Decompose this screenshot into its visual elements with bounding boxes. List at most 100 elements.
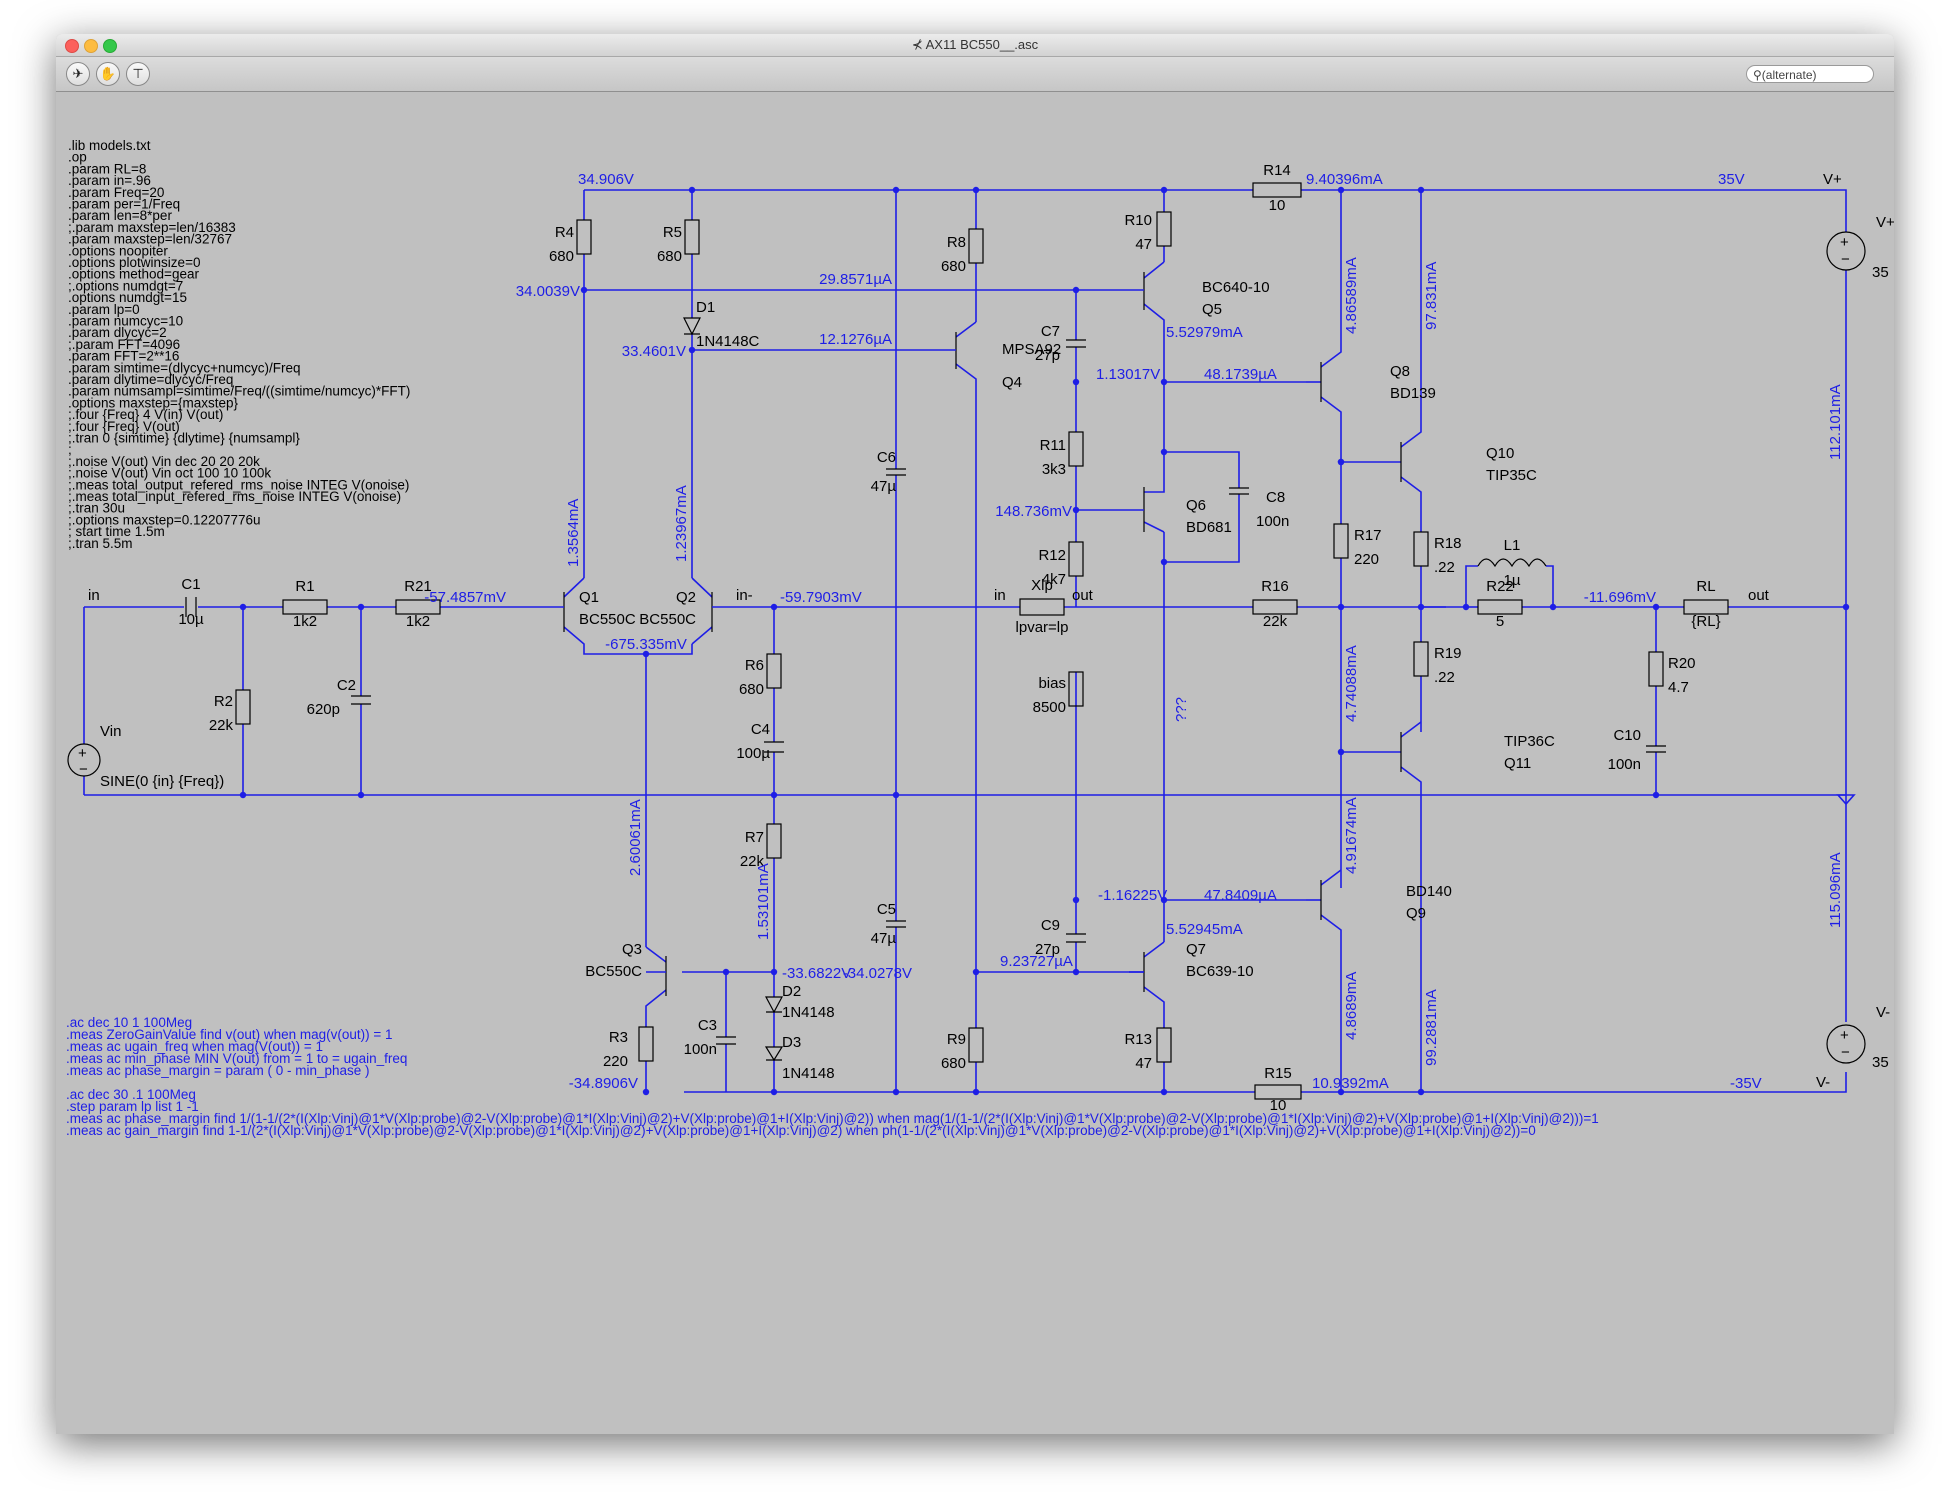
component-value-d2: 1N4148 — [782, 1004, 835, 1021]
component-designator-r12: R12 — [1038, 547, 1066, 564]
component-designator-c5: C5 — [877, 901, 896, 918]
component-designator-d3: D3 — [782, 1034, 801, 1051]
component-value-r19: .22 — [1434, 669, 1455, 686]
component-value-r16: 22k — [1263, 613, 1288, 630]
readout-v-c5: -34.0278V — [843, 965, 912, 982]
run-icon[interactable]: ✈ — [66, 62, 90, 86]
readout-unknown: ??? — [1173, 697, 1190, 722]
component-value-vminus: 35 — [1872, 1054, 1889, 1071]
minimize-window-button[interactable] — [84, 39, 98, 53]
probe-icon[interactable]: ⊤ — [126, 62, 150, 86]
transistor-model-q8: BD139 — [1390, 385, 1436, 402]
readout-i-r15: 10.9392mA — [1312, 1075, 1389, 1092]
spice-directives-top[interactable]: .lib models.txt.op.param RL=8.param in=.… — [68, 138, 410, 551]
schematic-canvas[interactable]: .lib models.txt.op.param RL=8.param in=.… — [56, 92, 1894, 1434]
component-value-l1: 1µ — [1504, 572, 1521, 589]
readout-v-d1: 33.4601V — [622, 343, 686, 360]
net-label-vminus: V- — [1816, 1074, 1830, 1091]
hand-icon[interactable]: ✋ — [96, 62, 120, 86]
component-value-r21: 1k2 — [406, 613, 430, 630]
spice-directives-bottom[interactable]: .ac dec 10 1 100Meg.meas ZeroGainValue f… — [66, 1015, 1599, 1138]
transistor-model-q3: BC550C — [585, 963, 642, 980]
component-value-c7: 27p — [1035, 347, 1060, 364]
transistor-designator-q7: Q7 — [1186, 941, 1206, 958]
component-designator-xlp: Xlp — [1031, 577, 1053, 594]
component-designator-r22: R22 — [1486, 578, 1514, 595]
readout-i-q8c: 4.86589mA — [1343, 257, 1360, 334]
transistor-model-q11: TIP36C — [1504, 733, 1555, 750]
readout-i-vm: 115.096mA — [1827, 852, 1844, 928]
transistor-model-q1: BC550C — [579, 611, 636, 628]
component-value-r13: 47 — [1135, 1055, 1152, 1072]
component-designator-c1: C1 — [181, 576, 200, 593]
component-value-vplus: 35 — [1872, 264, 1889, 281]
component-designator-r10: R10 — [1124, 212, 1152, 229]
readout-v-q6b: 148.736mV — [995, 503, 1072, 520]
net-label-vplus: V+ — [1823, 171, 1842, 188]
readout-i-q7b: 9.23727µA — [1000, 953, 1073, 970]
readout-v-bot: -34.8906V — [569, 1075, 638, 1092]
spice-directive-line: .param dlycyc=2 — [68, 325, 167, 340]
spice-directive-line: .options maxstep={maxstep} — [68, 395, 238, 410]
net-label-xlp-out: out — [1072, 587, 1094, 604]
component-value-xlp: lpvar=lp — [1016, 619, 1069, 636]
component-symbols[interactable]: +− +− +− — [67, 182, 1866, 1100]
spice-directive-line: .meas ac gain_margin find 1-1/(2*(I(Xlp:… — [66, 1123, 1536, 1138]
component-value-r5: 680 — [657, 248, 682, 265]
component-value-r8: 680 — [941, 258, 966, 275]
svg-text:+: + — [1840, 234, 1849, 251]
spice-directive-line: ;.param maxstep=len/16383 — [68, 220, 236, 235]
spice-directive-line: .param simtime=(dlycyc+numcyc)/Freq — [68, 360, 301, 375]
component-designator-r16: R16 — [1261, 578, 1289, 595]
zoom-window-button[interactable] — [103, 39, 117, 53]
net-label-in: in — [88, 587, 100, 604]
component-value-c3: 100n — [684, 1041, 717, 1058]
component-value-c4: 100µ — [736, 745, 770, 762]
spice-directive-line: .options noopiter — [68, 243, 168, 258]
readout-i-q5b: 29.8571µA — [819, 271, 892, 288]
spice-directive-line: .param per=1/Freq — [68, 197, 180, 212]
transistor-designator-q1: Q1 — [579, 589, 599, 606]
component-designator-c10: C10 — [1613, 727, 1641, 744]
ltspice-window: ⊀ AX11 BC550__.asc ✈ ✋ ⊤ ⚲(alternate) .l… — [56, 34, 1894, 1434]
spice-directive-line: ;.options numdgt=7 — [68, 278, 183, 293]
component-value-r12: 4k7 — [1042, 571, 1066, 588]
operating-point-readouts: 34.906V34.0039V29.8571µA33.4601V12.1276µ… — [424, 171, 1844, 1092]
component-designator-r15: R15 — [1264, 1065, 1292, 1082]
component-designator-r18: R18 — [1434, 535, 1462, 552]
spice-directive-line: .param numcyc=10 — [68, 314, 183, 329]
readout-v-rail-p: 35V — [1718, 171, 1745, 188]
svg-text:−: − — [1841, 1044, 1850, 1061]
close-window-button[interactable] — [65, 39, 79, 53]
svg-text:−: − — [79, 761, 88, 778]
readout-v-r4: 34.0039V — [516, 283, 580, 300]
transistor-designator-q5: Q5 — [1202, 301, 1222, 318]
net-label-out: out — [1748, 587, 1770, 604]
transistor-designator-q8: Q8 — [1390, 363, 1410, 380]
search-field[interactable]: ⚲(alternate) — [1746, 65, 1874, 83]
readout-i-r14: 9.40396mA — [1306, 171, 1383, 188]
transistor-designator-q4: Q4 — [1002, 374, 1022, 391]
component-designator-c4: C4 — [751, 721, 770, 738]
transistor-model-q4: MPSA92 — [1002, 341, 1061, 358]
component-value-c9: 27p — [1035, 941, 1060, 958]
transistor-model-q6: BD681 — [1186, 519, 1232, 536]
transistor-model-q2: BC550C — [639, 611, 696, 628]
component-designator-l1: L1 — [1504, 537, 1521, 554]
readout-i-q4b: 12.1276µA — [819, 331, 892, 348]
component-value-r18: .22 — [1434, 559, 1455, 576]
readout-i-q7c: 5.52945mA — [1166, 921, 1243, 938]
component-designator-c3: C3 — [698, 1017, 717, 1034]
component-designator-c2: C2 — [337, 677, 356, 694]
component-value-r15: 10 — [1270, 1097, 1287, 1114]
component-designator-r19: R19 — [1434, 645, 1462, 662]
component-value-c5: 47µ — [871, 930, 897, 947]
title-bar: ⊀ AX11 BC550__.asc — [56, 34, 1894, 57]
component-designator-r5: R5 — [663, 224, 682, 241]
component-designator-c6: C6 — [877, 449, 896, 466]
net-label-xlp-in: in — [994, 587, 1006, 604]
spice-directive-line: ;.noise V(out) Vin oct 100 10 100k — [68, 466, 271, 481]
spice-directive-line: ;.param FFT=4096 — [68, 337, 180, 352]
readout-v-tail: -675.335mV — [605, 636, 687, 653]
transistor-model-q10: TIP35C — [1486, 467, 1537, 484]
